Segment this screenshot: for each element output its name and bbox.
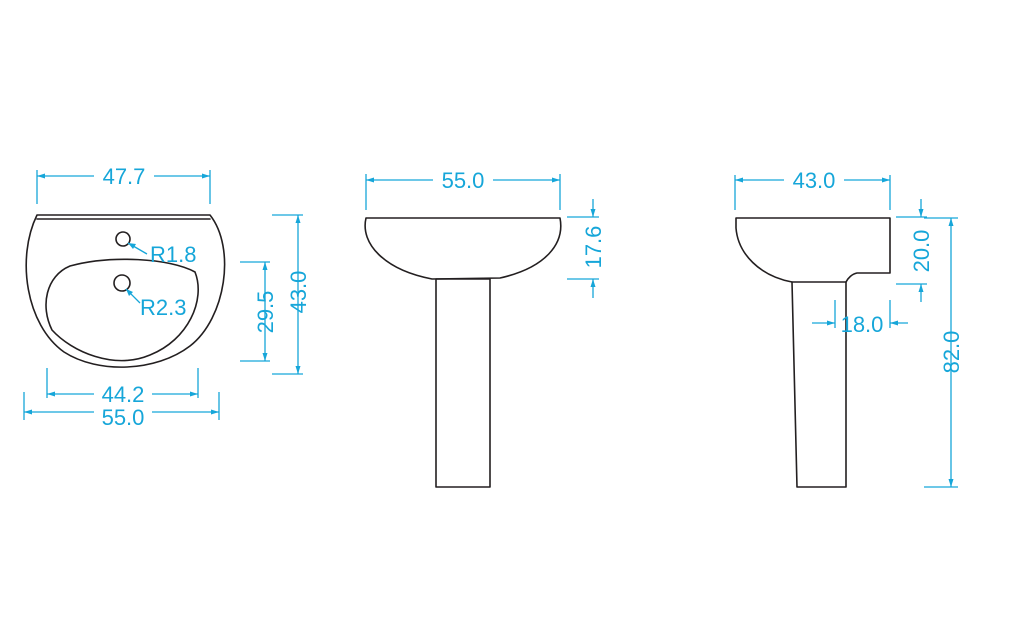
dim-front-width: 55.0 (365, 168, 561, 210)
dim-rim-width: 47.7 (36, 164, 211, 204)
dim-total-height: 82.0 (924, 217, 964, 488)
dim-overall-width: 55.0 (23, 392, 220, 430)
dim-pedestal-depth-label: 18.0 (841, 312, 884, 337)
dim-side-depth: 43.0 (734, 168, 891, 210)
dim-bowl-width: 44.2 (46, 368, 199, 407)
dim-bowl-width-label: 44.2 (102, 382, 145, 407)
pedestal-side (791, 281, 847, 488)
waste-hole (113, 274, 131, 292)
pedestal-front (435, 278, 491, 488)
dim-waste-radius-label: R2.3 (140, 295, 186, 320)
basin-side-outline (735, 217, 891, 283)
dim-basin-height-label: 17.6 (581, 226, 606, 269)
dim-overall-depth-label: 43.0 (286, 271, 311, 314)
basin-top-outline (25, 214, 226, 368)
basin-front-outline (364, 217, 562, 280)
dim-pedestal-depth: 18.0 (812, 300, 908, 337)
dim-tap-hole-radius-label: R1.8 (150, 242, 196, 267)
dim-back-height-label: 20.0 (909, 230, 934, 273)
dim-rim-width-label: 47.7 (103, 164, 146, 189)
dim-tap-hole-radius: R1.8 (127, 242, 196, 267)
top-view: 47.7 44.2 55.0 (23, 164, 311, 430)
dim-back-height: 20.0 (896, 199, 934, 302)
dim-side-depth-label: 43.0 (793, 168, 836, 193)
dim-bowl-depth-label: 29.5 (253, 291, 278, 334)
dim-front-width-label: 55.0 (442, 168, 485, 193)
dim-total-height-label: 82.0 (939, 331, 964, 374)
dim-bowl-depth: 29.5 (240, 261, 278, 362)
front-view: 55.0 17.6 (364, 168, 606, 488)
side-view: 43.0 20.0 18.0 (734, 168, 964, 488)
dim-basin-height: 17.6 (567, 199, 606, 298)
dim-waste-radius: R2.3 (125, 288, 186, 320)
tap-hole (115, 231, 131, 247)
dim-overall-width-label: 55.0 (102, 405, 145, 430)
bowl-outline (45, 258, 199, 362)
dim-overall-depth: 43.0 (272, 214, 311, 375)
